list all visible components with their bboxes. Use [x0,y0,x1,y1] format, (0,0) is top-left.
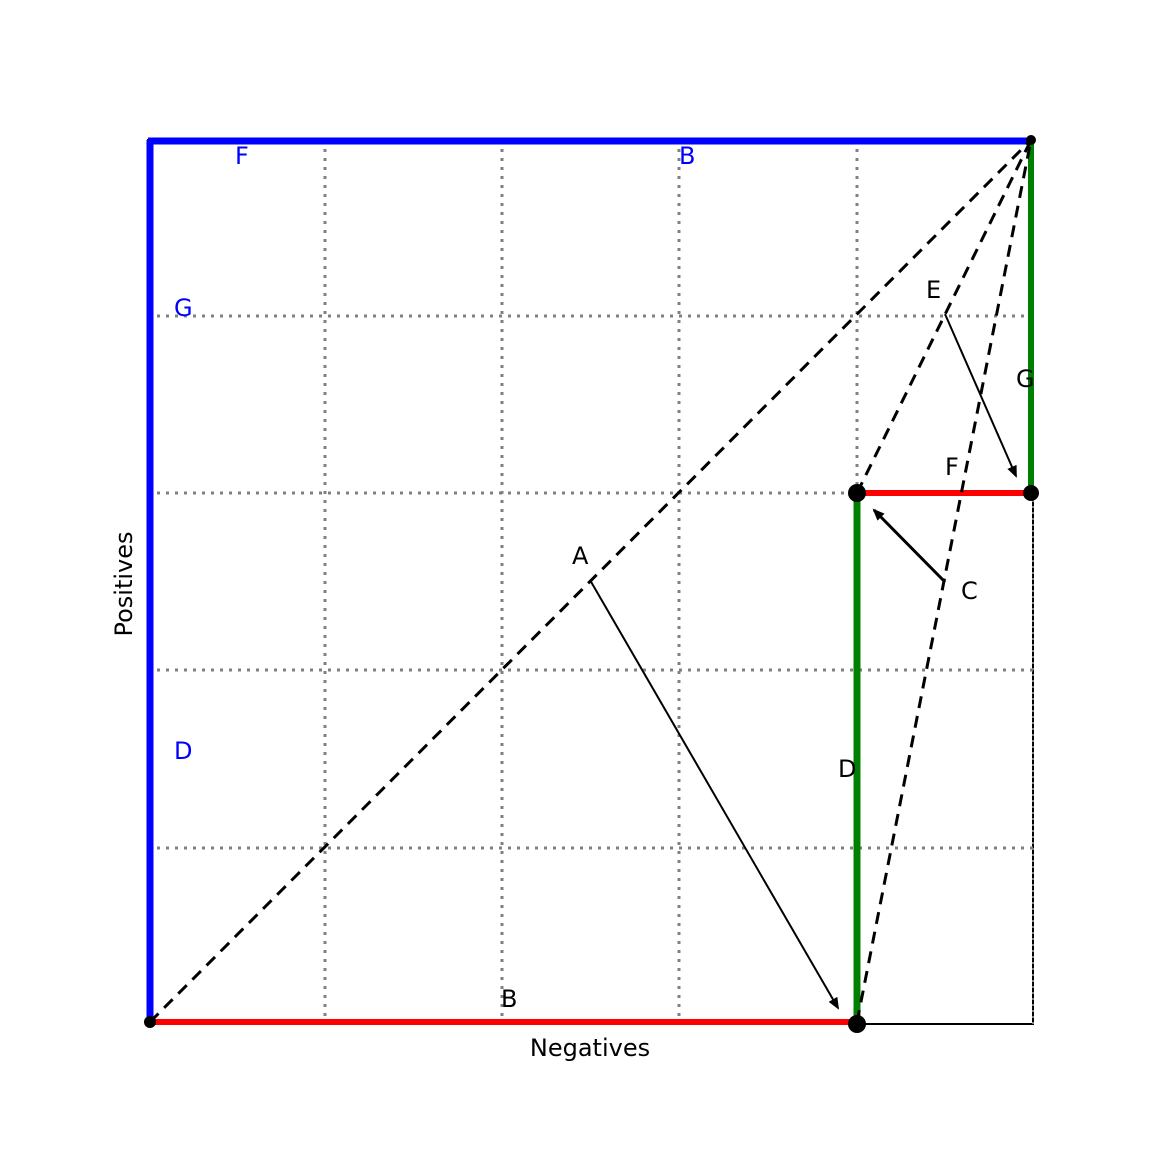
blue-label-B: B [679,142,695,170]
arrow-E [944,313,1017,478]
label-B: B [501,985,517,1013]
point-top-right [1026,135,1036,145]
label-E: E [926,276,941,304]
label-F: F [945,453,959,481]
point-origin [144,1016,156,1028]
arrow-C [872,508,947,584]
arrows [589,313,1017,1010]
colored-segments [146,137,1034,1025]
label-C: C [961,577,978,605]
points [144,135,1039,1033]
blue-label-D: D [174,737,192,765]
label-A: A [572,542,589,570]
blue-labels: F B G D [174,142,695,765]
label-G: G [1016,365,1035,393]
blue-label-G: G [174,294,193,322]
y-axis-label: Positives [110,531,138,636]
x-axis-label: Negatives [530,1034,650,1062]
arrow-A [589,579,840,1010]
black-labels: A B C D E F G [501,276,1035,1013]
blue-label-F: F [235,142,249,170]
point-mid [848,484,866,502]
point-right-mid [1023,485,1039,501]
point-bottom-mid [848,1015,866,1033]
label-D: D [838,755,856,783]
dashed-to-midpoint [855,139,1033,494]
